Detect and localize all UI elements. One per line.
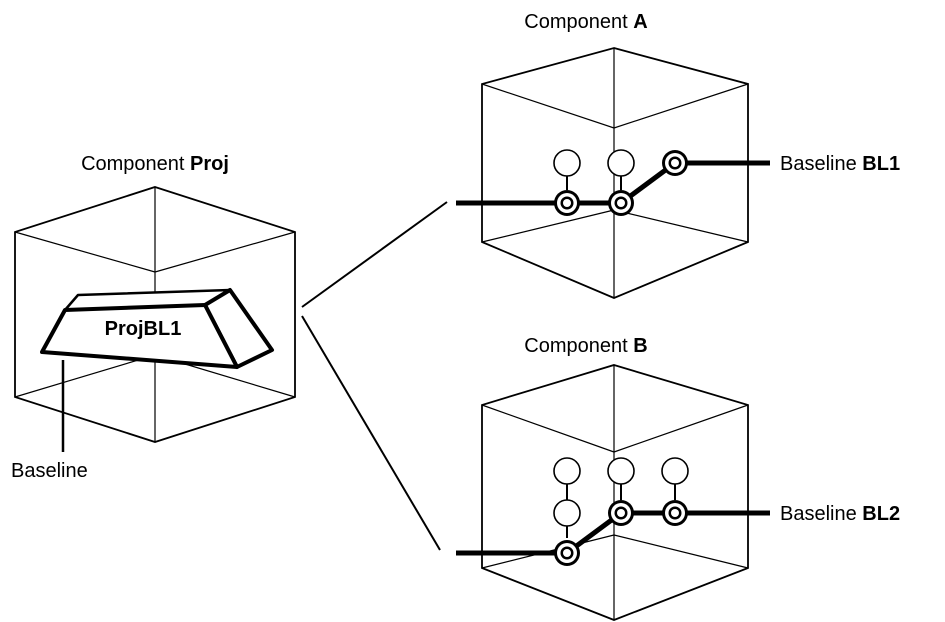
cube-b-outline [481, 364, 749, 621]
selected-node [608, 190, 634, 216]
selected-node [608, 500, 634, 526]
baseline-label: Baseline [11, 460, 88, 482]
baseline-bl2-label: Baseline BL2 [780, 503, 900, 525]
component-proj-title: Component Proj [81, 153, 229, 175]
version-node [607, 457, 635, 485]
cube-a [481, 47, 749, 299]
selected-node [662, 150, 688, 176]
connector-to-a [301, 201, 448, 308]
version-node [553, 499, 581, 527]
baseline-bl1-path [456, 149, 770, 216]
projbl1-block: ProjBL1 [40, 288, 274, 369]
connector-to-b [301, 315, 441, 551]
selected-node [554, 190, 580, 216]
baseline-bl2-path [456, 457, 770, 566]
version-node [661, 457, 689, 485]
component-b-title: Component B [524, 335, 647, 357]
cube-b [481, 364, 749, 621]
baseline-bl1-label: Baseline BL1 [780, 153, 900, 175]
projbl1-label: ProjBL1 [105, 318, 182, 340]
selected-node [554, 540, 580, 566]
cube-proj [14, 186, 296, 443]
version-node [553, 149, 581, 177]
selected-node [662, 500, 688, 526]
version-node [607, 149, 635, 177]
version-node [553, 457, 581, 485]
component-a-title: Component A [524, 11, 647, 33]
